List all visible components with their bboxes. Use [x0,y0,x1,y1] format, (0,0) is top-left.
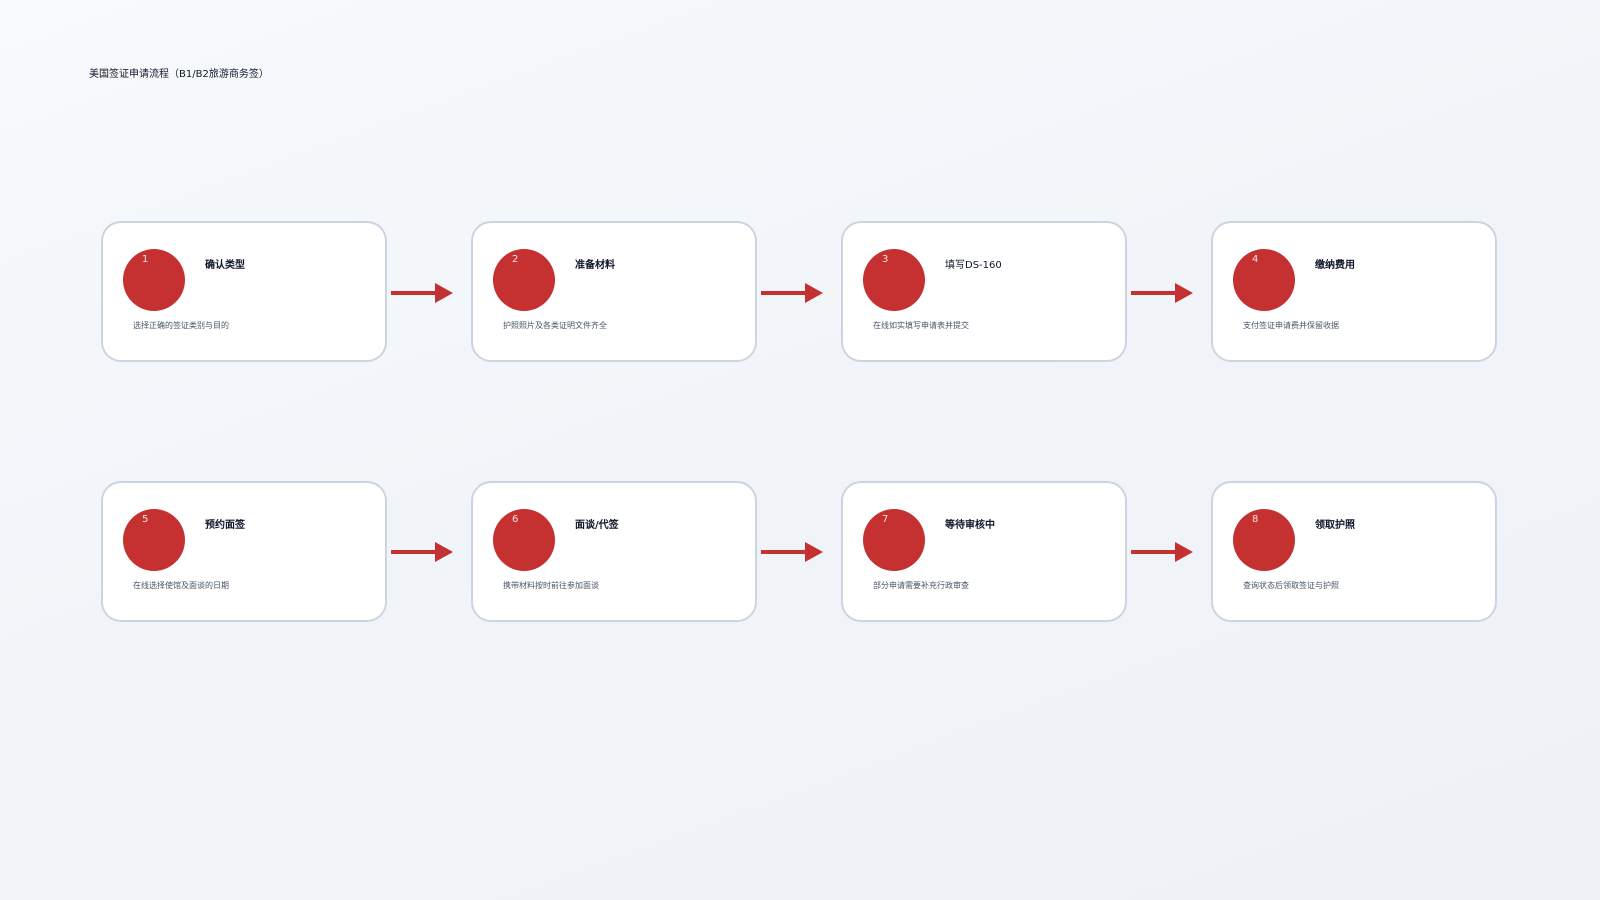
step-number: 3 [882,254,889,265]
step-circle: 2 [493,249,555,311]
arrow-right-icon [1131,542,1193,562]
step-description: 支付签证申请费并保留收据 [1243,321,1339,330]
step-title: 确认类型 [205,260,245,271]
step-card-7: 7 等待审核中 部分申请需要补充行政审查 [841,481,1127,622]
step-title: 准备材料 [575,260,615,271]
step-card-4: 4 缴纳费用 支付签证申请费并保留收据 [1211,221,1497,362]
step-card-5: 5 预约面签 在线选择使馆及面谈的日期 [101,481,387,622]
step-title: 领取护照 [1315,520,1355,531]
step-circle: 7 [863,509,925,571]
step-number: 1 [142,254,149,265]
arrow-right-icon [761,283,823,303]
step-card-1: 1 确认类型 选择正确的签证类别与目的 [101,221,387,362]
step-description: 携带材料按时前往参加面谈 [503,581,599,590]
step-card-8: 8 领取护照 查询状态后领取签证与护照 [1211,481,1497,622]
step-number: 4 [1252,254,1259,265]
step-description: 护照照片及各类证明文件齐全 [503,321,607,330]
step-circle: 5 [123,509,185,571]
step-title: 等待审核中 [945,520,995,531]
step-number: 2 [512,254,519,265]
step-number: 7 [882,514,889,525]
page-title: 美国签证申请流程（B1/B2旅游商务签） [89,69,269,80]
step-number: 5 [142,514,149,525]
arrow-right-icon [761,542,823,562]
step-description: 在线如实填写申请表并提交 [873,321,969,330]
step-description: 部分申请需要补充行政审查 [873,581,969,590]
step-title: 面谈/代签 [575,520,619,531]
step-circle: 3 [863,249,925,311]
step-circle: 8 [1233,509,1295,571]
step-card-6: 6 面谈/代签 携带材料按时前往参加面谈 [471,481,757,622]
step-circle: 4 [1233,249,1295,311]
step-description: 选择正确的签证类别与目的 [133,321,229,330]
step-card-2: 2 准备材料 护照照片及各类证明文件齐全 [471,221,757,362]
arrow-right-icon [391,542,453,562]
step-circle: 6 [493,509,555,571]
step-title: 缴纳费用 [1315,260,1355,271]
step-description: 查询状态后领取签证与护照 [1243,581,1339,590]
step-circle: 1 [123,249,185,311]
arrow-right-icon [1131,283,1193,303]
step-title: 填写DS-160 [945,260,1002,271]
step-description: 在线选择使馆及面谈的日期 [133,581,229,590]
step-title: 预约面签 [205,520,245,531]
step-number: 6 [512,514,519,525]
arrow-right-icon [391,283,453,303]
step-card-3: 3 填写DS-160 在线如实填写申请表并提交 [841,221,1127,362]
step-number: 8 [1252,514,1259,525]
